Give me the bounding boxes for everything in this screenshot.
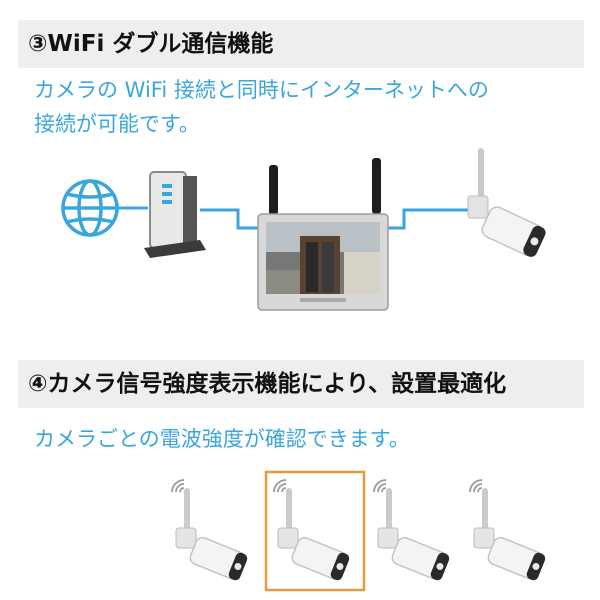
camera-icon	[377, 488, 450, 581]
router-icon	[144, 171, 206, 258]
camera-icon	[175, 488, 248, 581]
wifi-signal-icon	[273, 479, 287, 493]
wifi-description-line1: カメラの WiFi 接続と同時にインターネットへの	[34, 78, 489, 102]
camera-icon	[473, 488, 546, 581]
camera-signal-2	[273, 479, 350, 581]
section-title-text: ④カメラ信号強度表示機能により、設置最適化	[28, 370, 507, 397]
section-title-signal: ④カメラ信号強度表示機能により、設置最適化	[18, 360, 584, 408]
camera-icon	[467, 148, 546, 257]
selected-camera-frame	[264, 470, 366, 592]
connection-lines	[118, 206, 470, 230]
signal-description: カメラごとの電波強度が確認できます。	[34, 427, 410, 451]
camera-signal-1	[171, 479, 248, 581]
network-diagram	[61, 148, 546, 311]
wifi-signal-icon	[469, 479, 483, 493]
camera-signal-3	[373, 479, 450, 581]
wifi-signal-icon	[171, 479, 185, 493]
camera-icon	[277, 488, 350, 581]
section-title-text: ③WiFi ダブル通信機能	[28, 30, 274, 57]
globe-icon	[61, 179, 119, 237]
wifi-description-line2: 接続が可能です。	[34, 111, 200, 136]
section-title-wifi: ③WiFi ダブル通信機能	[18, 20, 584, 68]
monitor-nvr-icon	[257, 158, 389, 311]
wifi-signal-icon	[373, 479, 387, 493]
camera-signal-4	[469, 479, 546, 581]
wifi-description: カメラの WiFi 接続と同時にインターネットへの 接続が可能です。	[34, 74, 574, 141]
